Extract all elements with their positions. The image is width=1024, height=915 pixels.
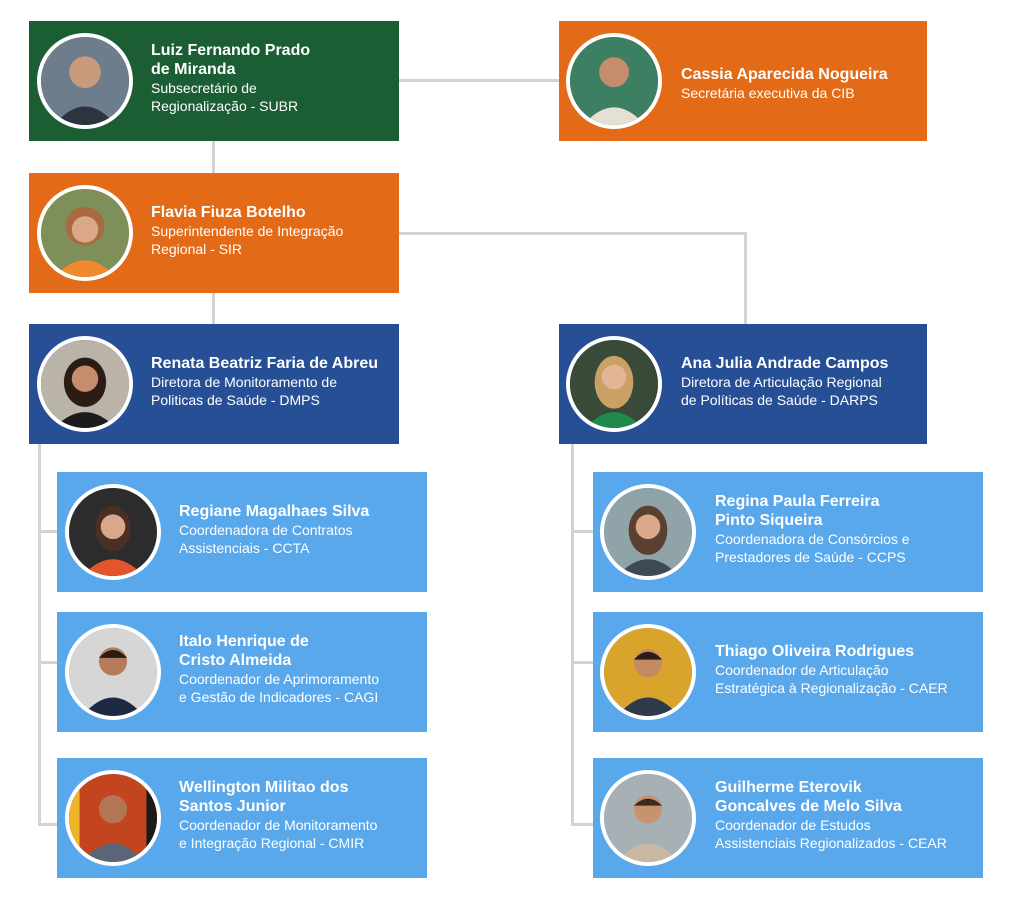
connector-dmps-cagi [38,661,58,664]
connector-subr-cib [396,79,561,82]
connector-darps-cear [571,823,594,826]
person-role: Diretora de Monitoramento de [151,374,337,390]
node-cagi[interactable]: Italo Henrique de Cristo Almeida Coorden… [57,612,427,732]
node-sir[interactable]: Flavia Fiuza Botelho Superintendente de … [29,173,399,293]
person-name: Guilherme Eterovik [715,779,862,796]
person-name: Italo Henrique de [179,633,309,650]
connector-darps-ccps [571,530,594,533]
person-role: Regional - SIR [151,241,243,257]
person-photo-icon [41,340,129,428]
node-caer[interactable]: Thiago Oliveira Rodrigues Coordenador de… [593,612,983,732]
person-name: Pinto Siqueira [715,512,823,529]
person-role: Assistenciais - CCTA [179,540,310,556]
person-name: Renata Beatriz Faria de Abreu [151,355,379,372]
person-name: Cristo Almeida [179,652,292,669]
connector-dmps-ccta [38,530,58,533]
person-role: Secretária executiva da CIB [681,85,855,101]
person-name: Goncalves de Melo Silva [715,798,902,815]
person-name: Ana Julia Andrade Campos [681,355,889,372]
avatar [600,484,696,580]
avatar [600,770,696,866]
avatar [566,336,662,432]
person-role: Politicas de Saúde - DMPS [151,392,320,408]
person-role: Coordenador de Aprimoramento [179,671,380,687]
avatar [65,624,161,720]
node-darps[interactable]: Ana Julia Andrade Campos Diretora de Art… [559,324,927,444]
person-photo-icon [604,628,692,716]
person-role: Subsecretário de [151,80,257,96]
avatar [600,624,696,720]
connector-sir-dmps [212,291,215,326]
person-photo-icon [570,340,658,428]
person-role: Diretora de Articulação Regional [681,374,882,390]
person-name: Flavia Fiuza Botelho [151,204,306,221]
person-photo-icon [570,37,658,125]
avatar [566,33,662,129]
person-name: Luiz Fernando Prado [151,42,311,59]
avatar [37,33,133,129]
avatar [65,770,161,866]
person-name: de Miranda [151,61,236,78]
person-photo-icon [604,488,692,576]
person-name: Santos Junior [179,798,286,815]
connector-darps-trunk [571,443,574,826]
connector-sir-darps-h [396,232,747,235]
person-role: Regionalização - SUBR [151,98,299,114]
person-name: Thiago Oliveira Rodrigues [715,643,915,660]
node-cmir[interactable]: Wellington Militao dos Santos Junior Coo… [57,758,427,878]
person-role: e Integração Regional - CMIR [179,835,365,851]
person-photo-icon [41,189,129,277]
person-role: de Políticas de Saúde - DARPS [681,392,878,408]
person-role: Prestadores de Saúde - CCPS [715,549,906,565]
node-dmps[interactable]: Renata Beatriz Faria de Abreu Diretora d… [29,324,399,444]
person-name: Wellington Militao dos [179,779,349,796]
connector-sir-darps-v [744,232,747,326]
person-photo-icon [604,774,692,862]
avatar [65,484,161,580]
person-name: Regiane Magalhaes Silva [179,503,370,520]
person-role: Coordenadora de Contratos [179,522,353,538]
connector-dmps-trunk [38,443,41,826]
person-photo-icon [69,628,157,716]
person-role: e Gestão de Indicadores - CAGI [179,689,379,705]
person-photo-icon [69,488,157,576]
person-role: Coordenador de Articulação [715,662,889,678]
person-name: Regina Paula Ferreira [715,493,880,510]
person-role: Estratégica à Regionalização - CAER [715,680,948,696]
person-role: Assistenciais Regionalizados - CEAR [715,835,947,851]
node-subr[interactable]: Luiz Fernando Prado de Miranda Subsecret… [29,21,399,141]
avatar [37,185,133,281]
node-ccps[interactable]: Regina Paula Ferreira Pinto Siqueira Coo… [593,472,983,592]
person-name: Cassia Aparecida Nogueira [681,66,888,83]
person-role: Superintendente de Integração [151,223,344,239]
avatar [37,336,133,432]
person-photo-icon [69,774,157,862]
person-role: Coordenador de Monitoramento [179,817,378,833]
node-ccta[interactable]: Regiane Magalhaes Silva Coordenadora de … [57,472,427,592]
node-cear[interactable]: Guilherme Eterovik Goncalves de Melo Sil… [593,758,983,878]
person-role: Coordenador de Estudos [715,817,871,833]
person-photo-icon [41,37,129,125]
person-role: Coordenadora de Consórcios e [715,531,910,547]
node-cib[interactable]: Cassia Aparecida Nogueira Secretária exe… [559,21,927,141]
connector-subr-sir [212,140,215,174]
connector-dmps-cmir [38,823,58,826]
connector-darps-caer [571,661,594,664]
